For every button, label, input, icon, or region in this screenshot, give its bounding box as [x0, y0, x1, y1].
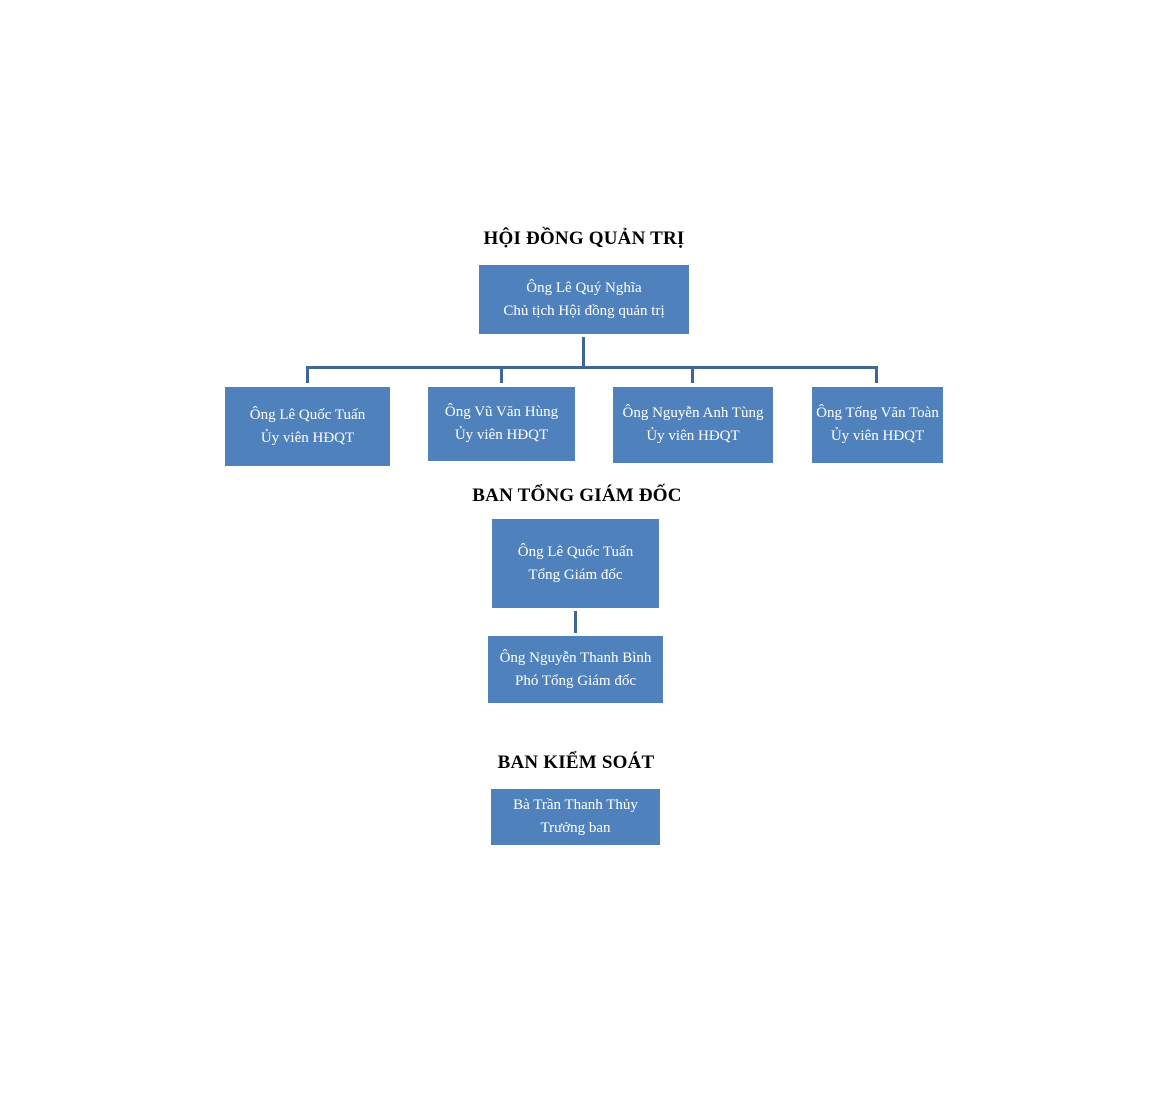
management-deputy-box: Ông Nguyễn Thanh Bình Phó Tổng Giám đốc [488, 636, 663, 703]
supervisory-head-role: Trưởng ban [540, 820, 611, 836]
connector-ceo-deputy [574, 611, 577, 633]
board-chair-name: Ông Lê Quý Nghĩa [526, 279, 642, 296]
board-member-name: Ông Nguyễn Anh Tùng [622, 405, 764, 421]
connector-member-3 [691, 366, 694, 383]
connector-member-1 [306, 366, 309, 383]
management-title: BAN TỔNG GIÁM ĐỐC [472, 485, 682, 506]
board-member-role: Ủy viên HĐQT [260, 429, 355, 446]
board-title: HỘI ĐỒNG QUẢN TRỊ [483, 228, 685, 249]
board-chair-role: Chủ tịch Hội đồng quản trị [503, 302, 665, 319]
board-member-role: Ủy viên HĐQT [646, 428, 740, 444]
supervisory-head-name: Bà Trần Thanh Thủy [513, 797, 638, 813]
supervisory-head-box: Bà Trần Thanh Thủy Trưởng ban [491, 789, 660, 845]
board-member-box-4: Ông Tống Văn Toàn Ủy viên HĐQT [812, 387, 943, 463]
board-member-box-2: Ông Vũ Văn Hùng Ủy viên HĐQT [428, 387, 575, 461]
board-member-name: Ông Tống Văn Toàn [816, 405, 939, 421]
management-deputy-name: Ông Nguyễn Thanh Bình [499, 649, 652, 666]
management-deputy-role: Phó Tổng Giám đốc [515, 672, 636, 689]
connector-board-horizontal [306, 366, 878, 369]
supervisory-title: BAN KIỂM SOÁT [497, 752, 655, 773]
board-chair-box: Ông Lê Quý Nghĩa Chủ tịch Hội đồng quản … [479, 265, 689, 334]
board-member-box-1: Ông Lê Quốc Tuấn Ủy viên HĐQT [225, 387, 390, 466]
management-ceo-name: Ông Lê Quốc Tuấn [517, 543, 634, 560]
management-ceo-box: Ông Lê Quốc Tuấn Tổng Giám đốc [492, 519, 659, 608]
board-member-name: Ông Vũ Văn Hùng [444, 404, 559, 420]
management-ceo-role: Tổng Giám đốc [528, 566, 623, 583]
connector-chair-down [582, 337, 585, 368]
board-member-role: Ủy viên HĐQT [830, 428, 925, 444]
connector-member-4 [875, 366, 878, 383]
connector-member-2 [500, 366, 503, 383]
board-member-role: Ủy viên HĐQT [454, 427, 549, 443]
board-member-name: Ông Lê Quốc Tuấn [249, 406, 366, 423]
board-member-box-3: Ông Nguyễn Anh Tùng Ủy viên HĐQT [613, 387, 773, 463]
